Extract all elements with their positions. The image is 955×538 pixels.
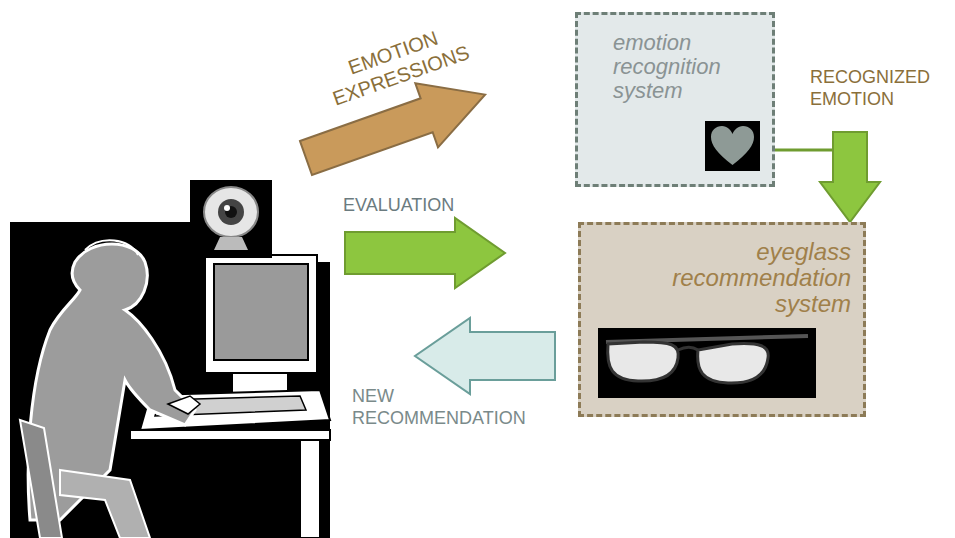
new-recommendation-arrow: [415, 318, 555, 394]
system-name: emotion recognition system: [613, 31, 743, 103]
system-box: eyeglass recommendation system: [578, 222, 866, 417]
user-at-computer: [10, 222, 330, 538]
webcam-icon: [190, 180, 272, 258]
flow-arrow: [775, 132, 880, 222]
edge-label: RECOGNIZED EMOTION: [810, 66, 935, 110]
eyeglasses-icon: [598, 328, 816, 398]
arrow-label: NEW RECOMMENDATION: [352, 385, 527, 429]
system-name: eyeglass recommendation system: [601, 239, 851, 317]
evaluation-arrow: [345, 218, 505, 288]
arrow-label: EVALUATION: [343, 194, 503, 216]
system-box: emotion recognition system: [575, 12, 775, 187]
heart-icon: [705, 121, 760, 171]
